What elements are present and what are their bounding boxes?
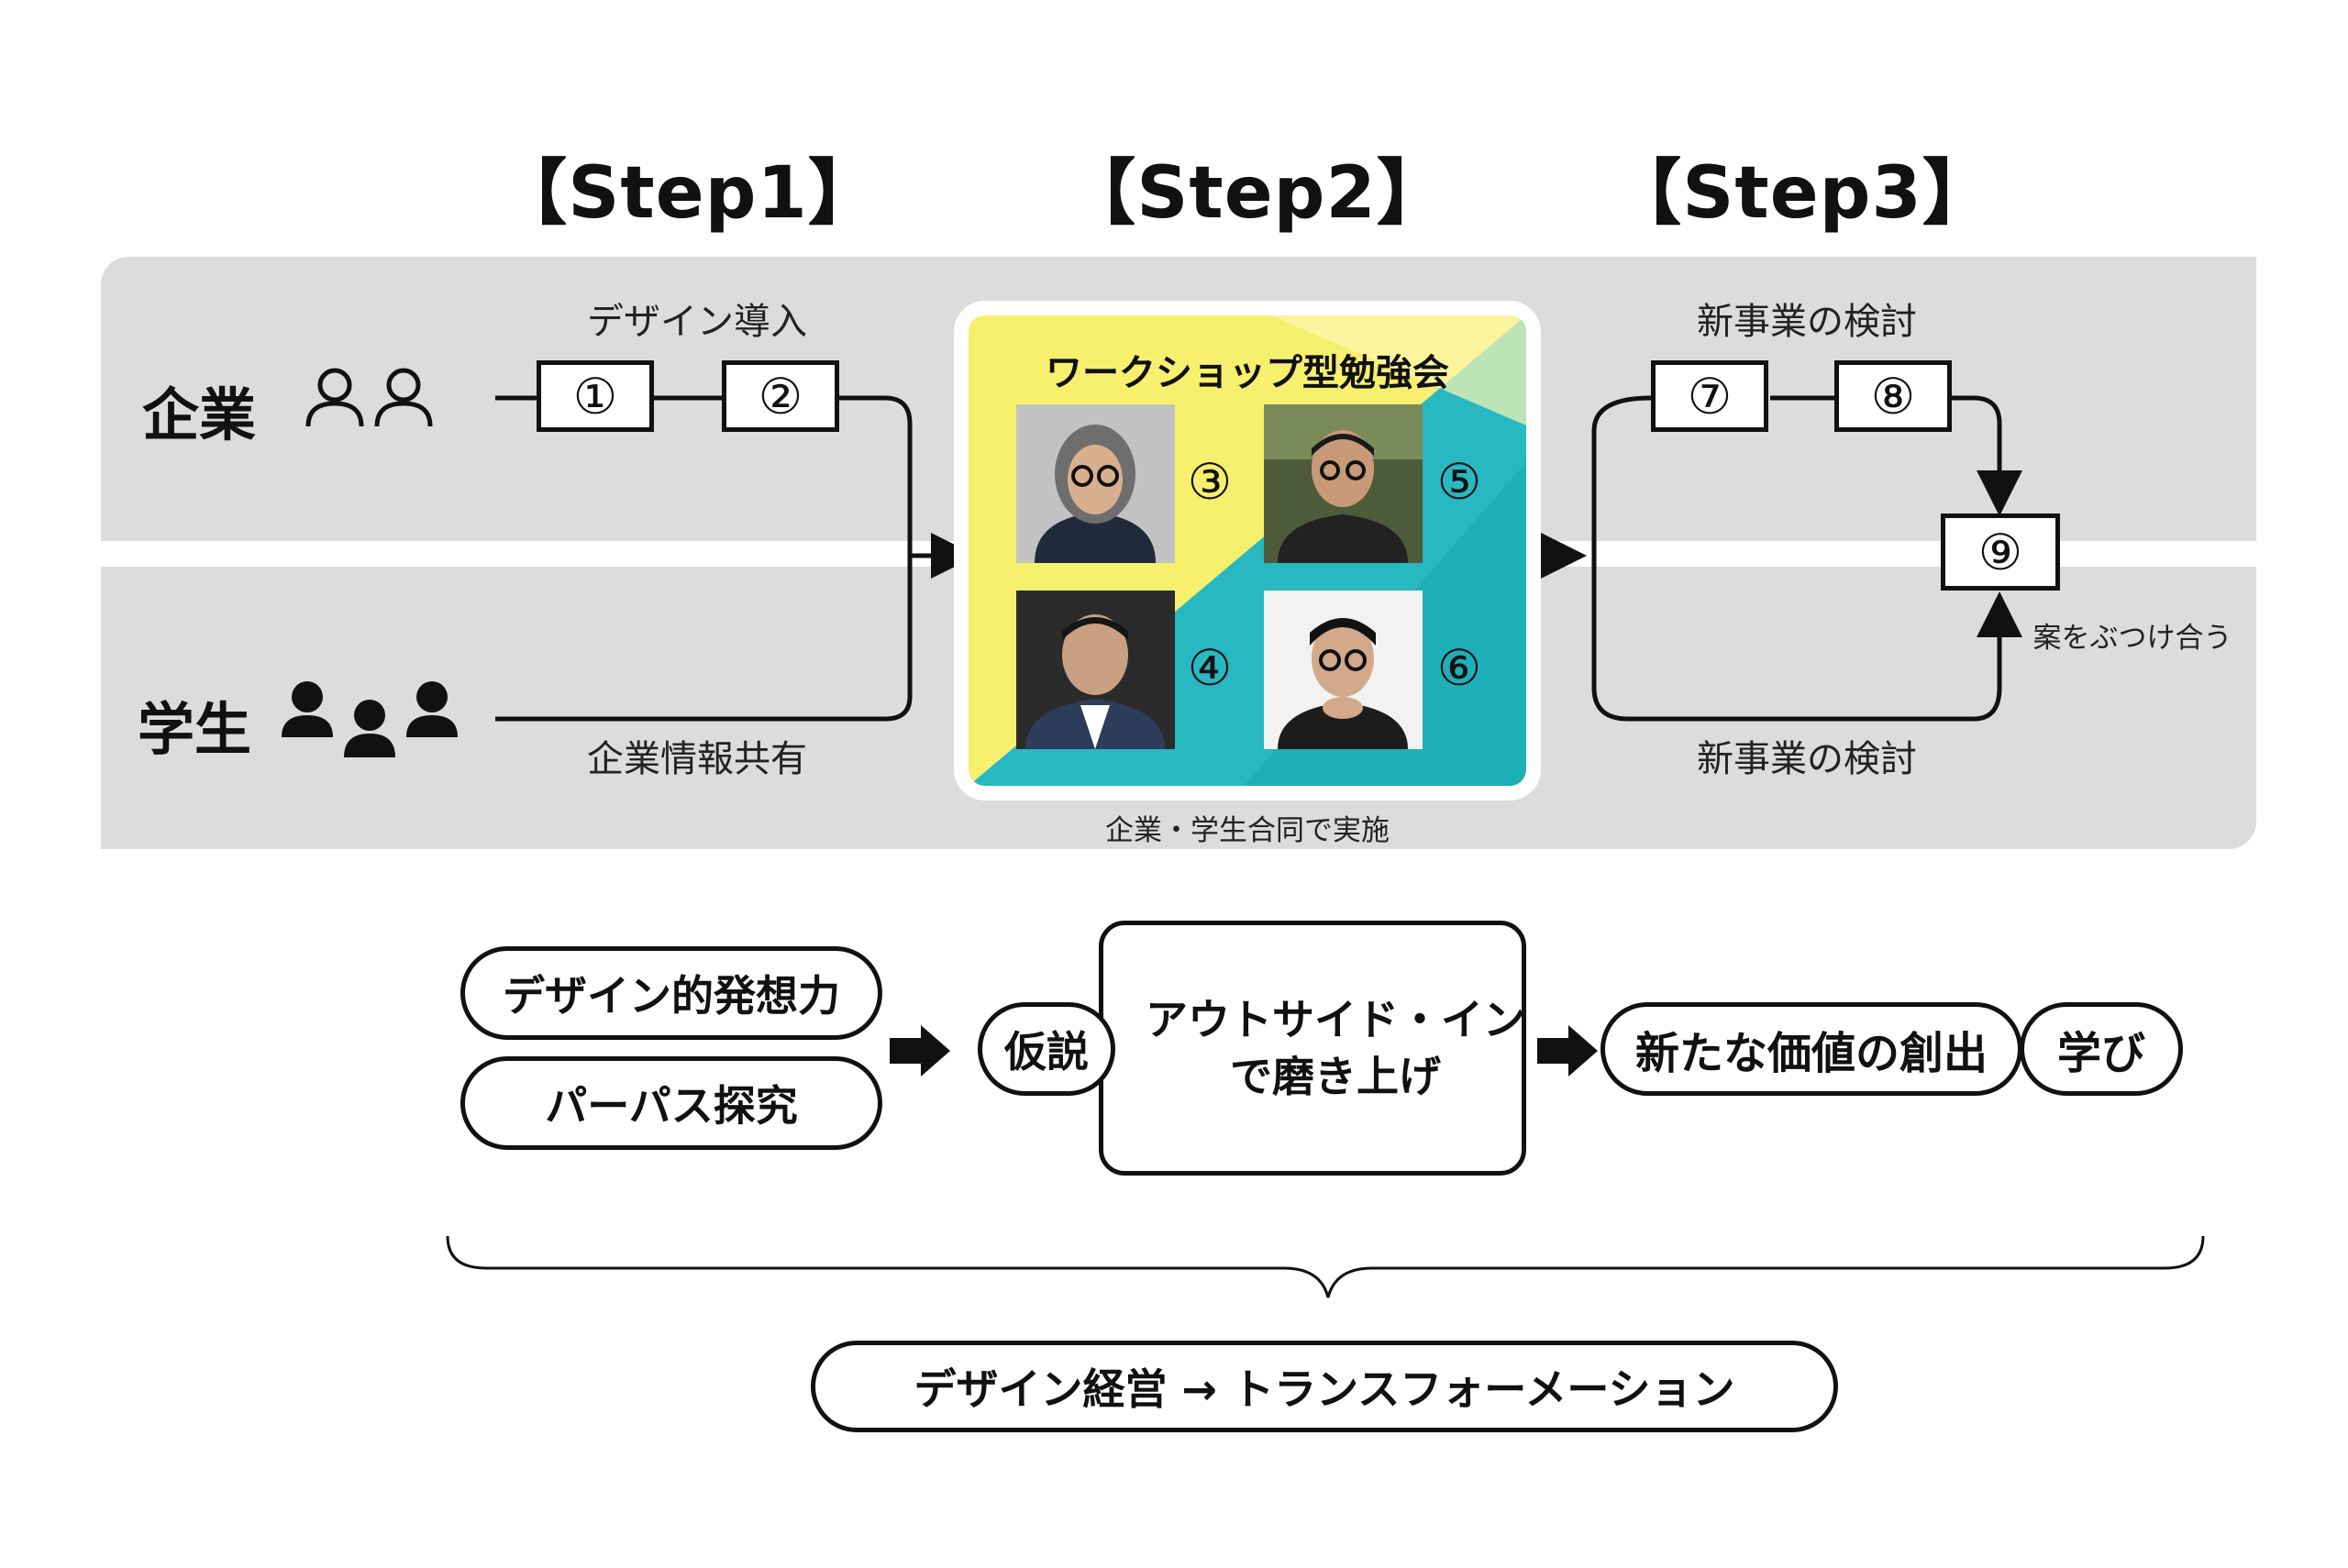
step-box-2: ②	[722, 360, 839, 432]
speaker-num-6: ⑥	[1436, 639, 1482, 697]
caption-new-biz-top: 新事業の検討	[1697, 301, 1917, 343]
caption-company-info: 企業情報共有	[587, 738, 807, 780]
step-box-7: ⑦	[1651, 360, 1768, 432]
workshop-panel: ワークショップ型勉強会 ③ ⑤	[954, 301, 1541, 801]
caption-new-biz-bottom: 新事業の検討	[1697, 738, 1917, 780]
pill-final-transformation: デザイン経営 → トランスフォーメーション	[811, 1341, 1838, 1432]
pill-hypothesis: 仮説	[978, 1002, 1115, 1096]
step-box-8: ⑧	[1834, 360, 1952, 432]
step-box-9: ⑨	[1941, 513, 2060, 591]
step3-heading: 【Step3】	[1610, 152, 1995, 235]
pill-learning: 学び	[2020, 1002, 2183, 1096]
company-label: 企業	[142, 381, 257, 448]
pill-new-value: 新たな価値の創出	[1600, 1002, 2022, 1096]
speaker-num-3: ③	[1187, 453, 1233, 511]
step1-heading: 【Step1】	[495, 152, 880, 235]
arrow-right-icon-1	[890, 1025, 950, 1077]
caption-clash: 案をぶつけ合う	[2032, 622, 2232, 655]
speaker-num-4: ④	[1187, 639, 1233, 697]
workshop-title: ワークショップ型勉強会	[1046, 352, 1449, 394]
outside-in-line1: アウトサイド・イン	[1146, 995, 1525, 1044]
speaker-photo-3	[1016, 404, 1175, 563]
pill-purpose: パーパス探究	[460, 1056, 882, 1150]
pill-design-thinking: デザイン的発想力	[460, 946, 882, 1040]
speaker-num-5: ⑤	[1436, 453, 1482, 511]
student-people-icon	[282, 681, 458, 757]
step2-heading: 【Step2】	[1064, 152, 1449, 235]
arrow-right-icon-2	[1537, 1025, 1598, 1077]
step-box-1: ①	[537, 360, 654, 432]
caption-joint: 企業・学生合同で実施	[1105, 814, 1390, 847]
speaker-photo-4	[1016, 591, 1175, 749]
outside-in-box: アウトサイド・イン で磨き上げ	[1099, 921, 1526, 1176]
speaker-photo-5	[1264, 404, 1423, 563]
student-label: 学生	[138, 696, 252, 763]
caption-design-intro: デザイン導入	[587, 301, 807, 343]
speaker-photo-6	[1264, 591, 1423, 749]
outside-in-line2: で磨き上げ	[1230, 1052, 1441, 1101]
company-people-icon	[305, 368, 433, 427]
